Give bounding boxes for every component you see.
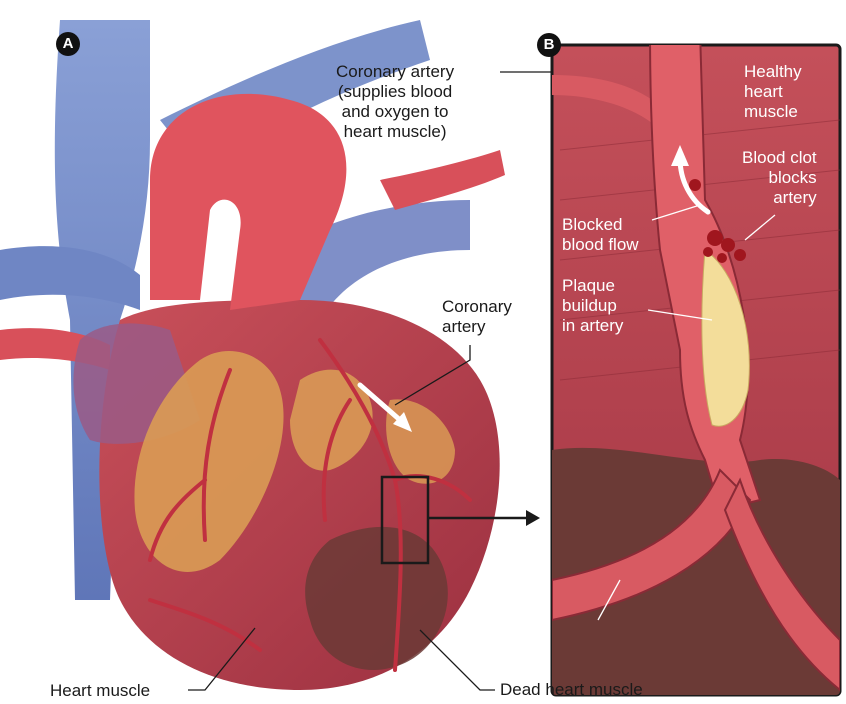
label-coronary-artery-side: Coronary artery xyxy=(442,297,512,337)
label-heart-muscle: Heart muscle xyxy=(50,681,150,701)
label-plaque-buildup: Plaque buildup in artery xyxy=(562,276,623,336)
panel-b-illustration xyxy=(552,30,840,695)
label-blood-clot: Blood clot blocks artery xyxy=(742,148,817,208)
panel-b-badge: B xyxy=(537,33,561,57)
label-blocked-blood-flow: Blocked blood flow xyxy=(562,215,639,255)
zoom-arrow-head xyxy=(526,510,540,526)
label-dead-heart-muscle: Dead heart muscle xyxy=(500,680,643,700)
panel-a-illustration xyxy=(0,20,555,690)
label-healthy-heart-muscle: Healthy heart muscle xyxy=(744,62,802,122)
dead-muscle-region xyxy=(305,527,448,670)
label-coronary-artery-main: Coronary artery (supplies blood and oxyg… xyxy=(336,62,454,142)
panel-a-badge: A xyxy=(56,32,80,56)
